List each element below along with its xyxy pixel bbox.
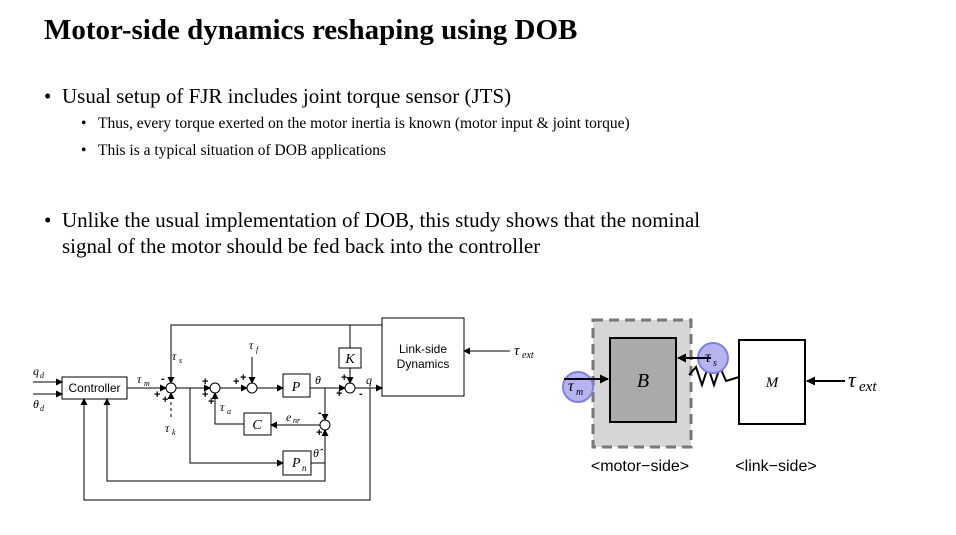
- tau-a-subscript: a: [227, 407, 231, 416]
- tau-s-label: τ: [172, 349, 177, 363]
- b-label: B: [637, 370, 649, 392]
- sign-plus: +: [233, 376, 239, 388]
- tau-f-subscript: f: [256, 345, 260, 354]
- tau-ext-label: τ: [848, 367, 857, 392]
- theta-d-subscript: d: [40, 404, 45, 413]
- tau-f-label: τ: [249, 338, 254, 352]
- tau-s-label: τ: [705, 349, 712, 366]
- sign-plus: +: [202, 389, 208, 401]
- qd-label: q: [33, 364, 39, 378]
- theta-hat-label: θ̂: [313, 446, 324, 460]
- sum-junction-2: [209, 382, 221, 394]
- p-label: P: [291, 380, 301, 395]
- link-inertia-block: [738, 339, 806, 425]
- pn-label: P: [291, 456, 301, 471]
- tau-s-subscript: s: [179, 356, 182, 365]
- link-side-label: <link−side>: [735, 458, 816, 475]
- enr-subscript: nr: [293, 416, 301, 425]
- controller-label: Controller: [68, 381, 120, 395]
- sum-junction-1: [165, 382, 177, 394]
- link-dynamics-label-2: Dynamics: [397, 357, 450, 371]
- sign-minus: -: [161, 373, 165, 385]
- tau-m-subscript: m: [144, 379, 150, 388]
- enr-label: e: [286, 410, 292, 424]
- sign-minus: -: [318, 407, 322, 419]
- sign-plus: +: [208, 396, 214, 408]
- tau-k-label: τ: [165, 421, 170, 435]
- bullet-2-line-1: Unlike the usual implementation of DOB, …: [62, 208, 701, 232]
- tau-s-subscript: s: [713, 358, 717, 369]
- bullet-2-line-2: signal of the motor should be fed back i…: [62, 234, 541, 258]
- physical-diagram: B M τ m τ s τ ext <motor−side> <link−sid…: [562, 318, 877, 475]
- tau-ext-subscript: ext: [859, 379, 877, 395]
- bullet-marker: •: [44, 208, 52, 232]
- tau-k-subscript: k: [172, 428, 176, 437]
- tau-ext-label: τ: [514, 343, 520, 359]
- motor-side-label: <motor−side>: [591, 458, 689, 475]
- qd-subscript: d: [40, 371, 45, 380]
- sign-plus: +: [336, 388, 342, 400]
- sign-plus: +: [316, 427, 322, 439]
- c-label: C: [252, 418, 262, 433]
- sum-junction-4: [344, 382, 356, 394]
- sign-plus: +: [162, 394, 168, 406]
- tau-m-label: τ: [568, 378, 575, 395]
- block-diagram: Controller Link-side Dynamics K P C P n …: [33, 317, 534, 501]
- sign-minus: -: [359, 388, 363, 400]
- theta-d-label: θ: [33, 397, 39, 411]
- theta-label: θ: [315, 373, 321, 387]
- sub-bullet-1-text: Thus, every torque exerted on the motor …: [98, 115, 630, 132]
- tau-ext-subscript: ext: [522, 350, 534, 361]
- tau-m-subscript: m: [576, 387, 583, 398]
- sign-plus: +: [240, 372, 246, 384]
- tau-m-label: τ: [137, 372, 142, 386]
- motor-inertia-block: [609, 337, 677, 423]
- spring: [688, 363, 740, 389]
- tau-a-label: τ: [220, 400, 225, 414]
- sign-plus: +: [341, 372, 347, 384]
- bullet-marker: •: [44, 84, 52, 108]
- bullet-1-text: Usual setup of FJR includes joint torque…: [62, 84, 512, 108]
- sub-bullet-2-text: This is a typical situation of DOB appli…: [98, 142, 386, 159]
- sum-junction-3: [246, 382, 258, 394]
- link-dynamics-label-1: Link-side: [399, 342, 447, 356]
- sign-plus: +: [154, 389, 160, 401]
- q-label: q: [366, 373, 372, 387]
- pn-subscript: n: [302, 463, 307, 473]
- page-title: Motor-side dynamics reshaping using DOB: [44, 14, 578, 46]
- bullet-marker: •: [81, 115, 87, 132]
- link-dynamics-block: [381, 317, 465, 397]
- bullet-marker: •: [81, 142, 87, 159]
- k-label: K: [344, 352, 355, 367]
- m-label: M: [765, 375, 780, 391]
- sign-plus: +: [202, 376, 208, 388]
